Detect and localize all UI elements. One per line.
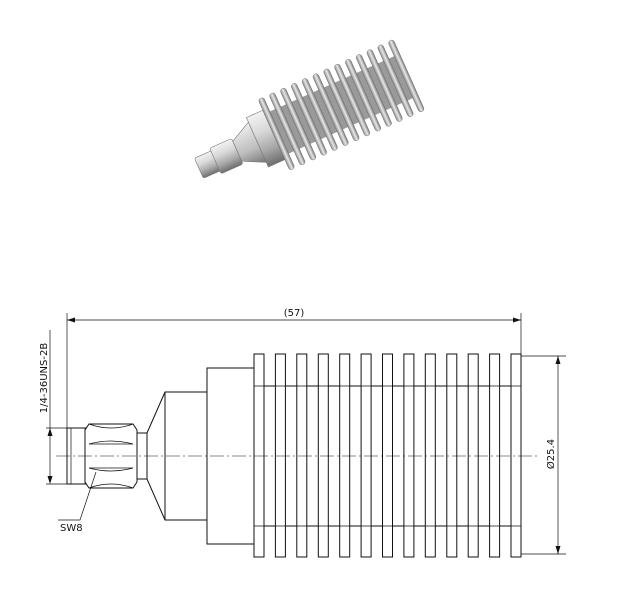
render-fin xyxy=(388,39,425,113)
dimension-thread: 1/4-36UNS-2B xyxy=(39,330,68,485)
fin xyxy=(339,353,351,558)
diameter-label: Ø25.4 xyxy=(545,439,557,469)
render-fin xyxy=(301,78,338,151)
fin xyxy=(446,353,458,558)
render-fin xyxy=(377,44,414,117)
fin xyxy=(489,353,501,558)
fin xyxy=(253,353,265,558)
render-fin xyxy=(345,59,381,132)
fin xyxy=(424,353,436,558)
render-fin xyxy=(334,63,371,137)
fin xyxy=(296,353,308,558)
render-fin xyxy=(356,54,392,127)
render-fin xyxy=(323,68,360,141)
fin xyxy=(510,353,522,558)
dimension-overall-length: (57) xyxy=(66,308,522,430)
wrench-size-label: SW8 xyxy=(60,523,83,534)
thread-spec-label: 1/4-36UNS-2B xyxy=(39,343,50,414)
render-fin xyxy=(269,92,306,166)
render-fins xyxy=(258,39,425,170)
render-fin xyxy=(258,97,295,170)
attenuator-2d-drawing: (57) 1/4-36UNS-2B Ø25.4 xyxy=(39,308,566,558)
fin xyxy=(360,353,372,558)
fin xyxy=(382,353,393,558)
fin xyxy=(467,353,479,558)
fin xyxy=(403,353,415,558)
fin xyxy=(274,353,286,558)
fin xyxy=(317,353,329,558)
overall-length-label: (57) xyxy=(284,308,305,319)
render-fin xyxy=(291,83,327,156)
render-fin xyxy=(312,73,349,146)
render-fin xyxy=(366,49,403,122)
heatsink-fins xyxy=(253,353,522,558)
render-fin xyxy=(280,87,317,161)
wrench-size-callout: SW8 xyxy=(58,471,97,534)
attenuator-3d-render xyxy=(194,39,425,179)
dimension-diameter: Ø25.4 xyxy=(521,355,566,555)
